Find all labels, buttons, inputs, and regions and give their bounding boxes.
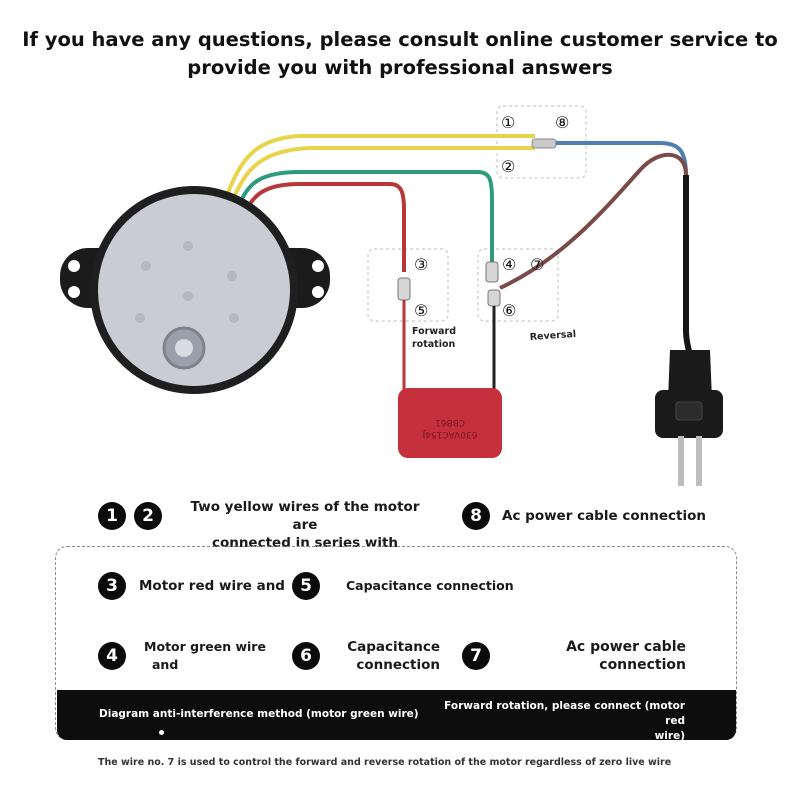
motor xyxy=(60,186,330,394)
terminal-7-label: ⑦ xyxy=(530,255,544,274)
legend-yellow-line-1: Two yellow wires of the motor are xyxy=(190,499,420,533)
legend-ac-cable-line-2: connection xyxy=(599,657,686,673)
legend-ac-cable-7: Ac power cable connection xyxy=(540,638,686,674)
power-cable xyxy=(683,175,693,361)
legend-capacitance-6-line-2: connection xyxy=(356,657,440,673)
badge-7: 7 xyxy=(462,642,490,670)
terminal-1-label: ① xyxy=(501,113,515,132)
band-right-text: Forward rotation, please connect (motor … xyxy=(437,699,685,744)
legend-green-line-1: Motor green wire xyxy=(144,639,266,654)
terminal-4-label: ④ xyxy=(502,255,516,274)
wiring-diagram: CBB61 630VAC154J ① ⑧ ② ③ ⑤ ④ ⑦ ⑥ Forward… xyxy=(60,105,723,486)
legend-red-wire: Motor red wire and xyxy=(139,578,285,594)
plug-grip xyxy=(675,401,703,421)
green-wire xyxy=(236,170,494,262)
motor-face xyxy=(98,194,290,386)
badge-3: 3 xyxy=(98,572,126,600)
badge-1: 1 xyxy=(98,502,126,530)
legend-capacitance-6: Capacitance connection xyxy=(340,638,440,674)
badge-2: 2 xyxy=(134,502,162,530)
legend-capacitance-6-line-1: Capacitance xyxy=(347,639,440,655)
forward-label-line-1: Forward xyxy=(412,326,456,337)
legend-yellow-line-2: connected in series with xyxy=(211,535,399,551)
page-title: If you have any questions, please consul… xyxy=(20,26,780,82)
legend-green-line-2: and xyxy=(152,657,179,672)
legend-green-wire: Motor green wire and xyxy=(140,638,270,674)
green-wire-connector xyxy=(485,261,499,283)
red-wire-connector xyxy=(397,277,411,301)
plug-prong-right xyxy=(696,436,702,486)
blue-wire xyxy=(556,141,688,176)
footnote: The wire no. 7 is used to control the fo… xyxy=(98,757,672,768)
capacitor: CBB61 630VAC154J xyxy=(398,388,502,458)
capacitor-label-1: CBB61 xyxy=(435,417,465,427)
red-wire xyxy=(242,182,406,272)
yellow-wire-2 xyxy=(230,146,535,203)
capacitor-body xyxy=(398,388,502,458)
terminal-box-3-5 xyxy=(367,248,449,322)
terminal-5-label: ⑤ xyxy=(414,301,428,320)
terminal-8-label: ⑧ xyxy=(555,113,569,132)
yellow-wire-1 xyxy=(224,134,535,199)
title-line-1: If you have any questions, please consul… xyxy=(22,28,778,51)
method-band: Diagram anti-interference method (motor … xyxy=(57,690,736,742)
legend-ac-cable-line-1: Ac power cable xyxy=(566,639,686,655)
forward-label-line-2: rotation xyxy=(412,339,455,350)
plug-prong-left xyxy=(678,436,684,486)
badge-6: 6 xyxy=(292,642,320,670)
legend-capacitance-5: Capacitance connection xyxy=(346,578,514,593)
terminal-3-label: ③ xyxy=(414,255,428,274)
capacitor-label-2: 630VAC154J xyxy=(423,429,478,439)
band-right-line-1: Forward rotation, please connect (motor … xyxy=(444,700,685,727)
plug-strain-relief xyxy=(668,350,712,400)
brown-wire-connector xyxy=(487,289,501,307)
badge-8: 8 xyxy=(462,502,490,530)
badge-4: 4 xyxy=(98,642,126,670)
terminal-6-label: ⑥ xyxy=(502,301,516,320)
band-left-text: Diagram anti-interference method (motor … xyxy=(99,708,419,720)
terminal-2-label: ② xyxy=(501,157,515,176)
reversal-label: Reversal xyxy=(529,329,576,343)
legend-yellow-wires: Two yellow wires of the motor are connec… xyxy=(180,498,430,552)
brown-wire xyxy=(499,152,688,290)
band-right-line-2: wire) xyxy=(654,730,685,742)
title-line-2: provide you with professional answers xyxy=(187,56,613,79)
terminal-box-4-6-7 xyxy=(477,248,559,322)
band-dot xyxy=(159,730,164,735)
legend-ac-power: Ac power cable connection xyxy=(502,508,706,524)
yellow-wire-joint xyxy=(531,138,557,149)
badge-5: 5 xyxy=(292,572,320,600)
